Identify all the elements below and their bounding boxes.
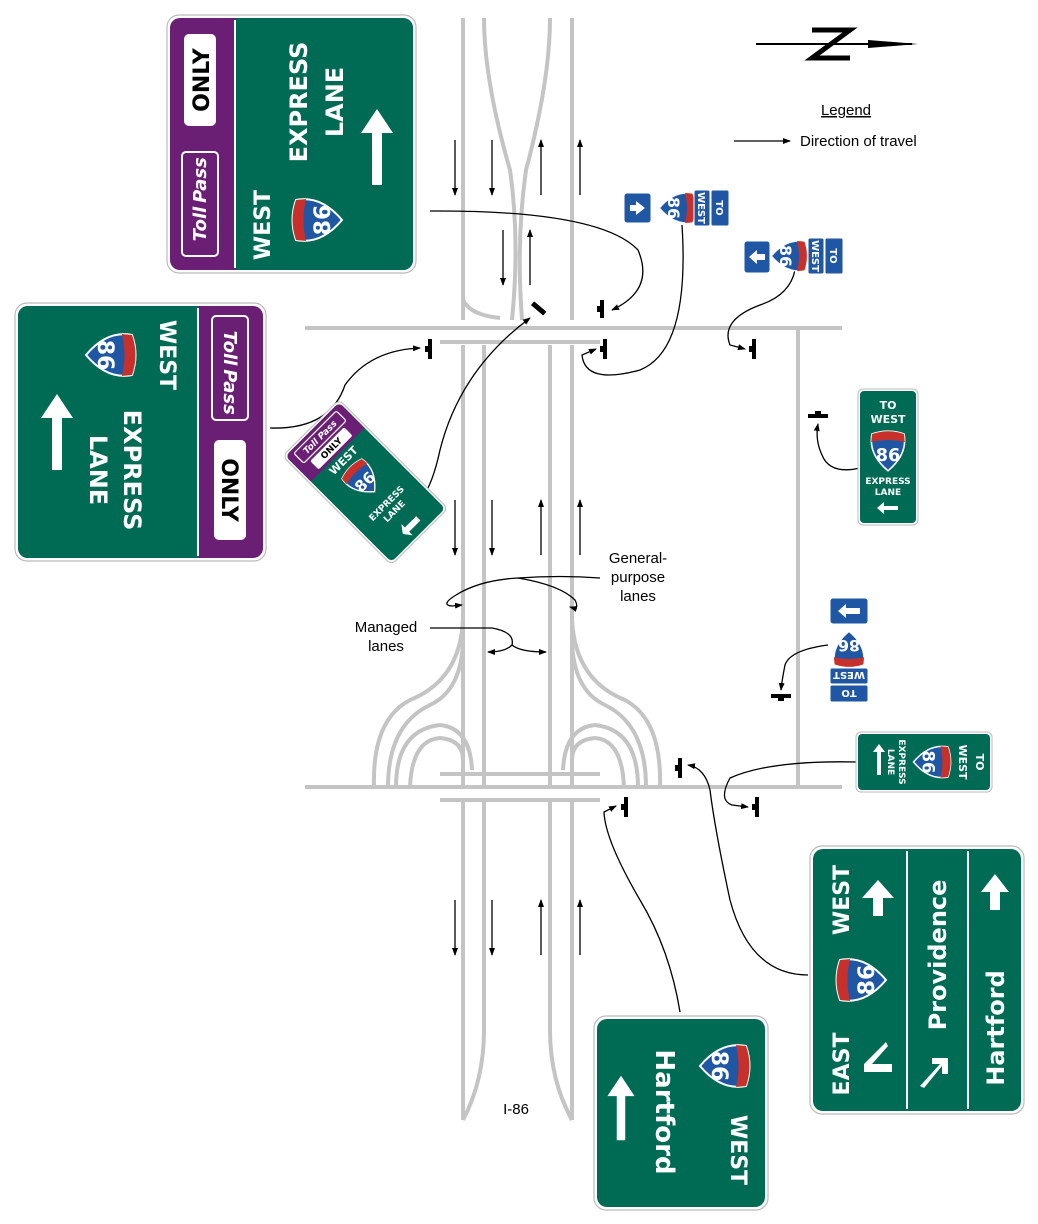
left-only: ONLY [216, 458, 241, 523]
top-left-pass: Pass [190, 157, 211, 203]
direction-arrows [452, 139, 583, 956]
right-vertical-to: TO [880, 399, 897, 412]
left-express: EXPRESS [118, 410, 146, 531]
bottom-right-hartford-arrow-icon [981, 874, 1009, 910]
right-vertical-express: EXPRESS [865, 477, 910, 487]
small-blue-1-to: TO [713, 200, 724, 215]
small-blue-3-shield-icon: 86 [833, 630, 865, 668]
bottom-center-shield-icon: 86 [699, 1044, 751, 1088]
small-blue-3-arrow-icon [838, 604, 860, 618]
right-small-up-arrow-icon [873, 744, 885, 775]
bottom-right-providence: Providence [924, 880, 952, 1031]
general-purpose-line-1: General- [609, 550, 667, 567]
sign-small-blue-2: 86 WEST TO [743, 237, 844, 275]
top-left-shield-number: 86 [311, 205, 336, 236]
lane-callout-leaders [430, 575, 601, 655]
bottom-right-west: WEST [830, 865, 855, 935]
left-lane: LANE [84, 435, 112, 505]
small-blue-2-shield-icon: 86 [770, 240, 808, 272]
right-small-express: EXPRESS [896, 739, 906, 784]
general-purpose-line-2: purpose [611, 569, 665, 586]
top-left-express: EXPRESS [285, 42, 313, 163]
top-left-toll: Toll [190, 206, 211, 241]
right-small-lane: LANE [885, 749, 895, 775]
small-blue-1-number: 86 [664, 197, 683, 219]
sign-bottom-right-guide: WEST 86 EAST Providence Hartford [809, 845, 1025, 1115]
managed-line-2: lanes [368, 638, 404, 655]
right-vertical-lane: LANE [875, 488, 901, 498]
legend: Legend Direction of travel [734, 102, 917, 150]
right-vertical-shield-icon: 86 [870, 430, 906, 472]
sign-right-small-express: EXPRESS LANE 86 WEST TO [855, 731, 993, 793]
small-blue-3-to: TO [841, 687, 856, 698]
left-shield-icon: 86 [85, 333, 137, 377]
small-blue-2-west: WEST [809, 240, 820, 272]
bottom-center-west: WEST [725, 1115, 750, 1185]
right-vertical-number: 86 [876, 446, 900, 466]
sign-small-blue-3: 86 WEST TO [829, 597, 869, 703]
bottom-right-east-arrow-icon [864, 1042, 892, 1072]
sign-small-blue-1-panel: WEST TO [623, 189, 730, 227]
small-blue-1-west: WEST [695, 192, 706, 224]
legend-title: Legend [821, 102, 871, 119]
top-left-shield-icon: 86 [291, 198, 343, 242]
right-small-shield-icon: 86 [912, 745, 952, 779]
top-left-only: ONLY [190, 47, 215, 112]
small-blue-2-to: TO [827, 248, 838, 263]
sign-diagonal-express-lane: Toll Pass ONLY WEST 86 EXPRESS LANE [284, 401, 447, 564]
right-small-west: WEST [956, 744, 969, 780]
left-toll: Toll [219, 331, 240, 366]
north-arrow [756, 27, 918, 61]
small-blue-2-number: 86 [776, 245, 795, 267]
managed-line-1: Managed [355, 619, 418, 636]
small-blue-2-arrow-icon [749, 250, 765, 264]
diagonal-left-arrow-icon [401, 516, 421, 536]
sign-left-express-lane: ONLY Toll Pass WEST 86 EXPRESS LANE [14, 302, 267, 562]
right-small-to: TO [973, 754, 986, 771]
managed-lanes-callout: Managed lanes [355, 619, 418, 655]
bottom-center-hartford: Hartford [649, 1049, 679, 1174]
left-pass: Pass [219, 369, 240, 415]
right-small-number: 86 [919, 751, 938, 774]
bottom-center-shield-number: 86 [706, 1051, 731, 1082]
sign-leader-lines [269, 210, 861, 1013]
legend-arrow-label: Direction of travel [800, 133, 917, 150]
sign-right-vertical-express: TO WEST 86 EXPRESS LANE [857, 388, 919, 526]
bottom-right-hartford: Hartford [982, 970, 1010, 1086]
bottom-right-west-arrow-icon [862, 880, 894, 916]
right-vertical-left-arrow-icon [877, 502, 898, 514]
top-left-west: WEST [251, 190, 276, 260]
sign-top-left-express-lane: ONLY Toll Pass EXPRESS LANE WEST 86 [166, 14, 417, 274]
route-label: I-86 [503, 1101, 529, 1118]
left-shield-number: 86 [92, 340, 117, 371]
bottom-right-shield-icon: 86 [835, 958, 887, 1002]
left-west: WEST [154, 320, 179, 390]
small-blue-3-west: WEST [833, 669, 865, 680]
top-left-lane: LANE [321, 67, 349, 137]
bottom-right-shield-number: 86 [855, 965, 880, 996]
bottom-right-east: EAST [830, 1033, 855, 1096]
bottom-right-providence-arrow-icon [920, 1058, 948, 1088]
right-vertical-west: WEST [870, 413, 906, 426]
sign-post-markers [425, 300, 828, 817]
small-blue-1-arrow-icon [630, 201, 645, 215]
roadway-network [269, 17, 861, 1121]
general-purpose-callout: General- purpose lanes [609, 550, 667, 605]
small-blue-3-number: 86 [838, 636, 860, 655]
sign-bottom-center-hartford: 86 WEST Hartford [593, 1015, 769, 1211]
general-purpose-line-3: lanes [620, 588, 656, 605]
